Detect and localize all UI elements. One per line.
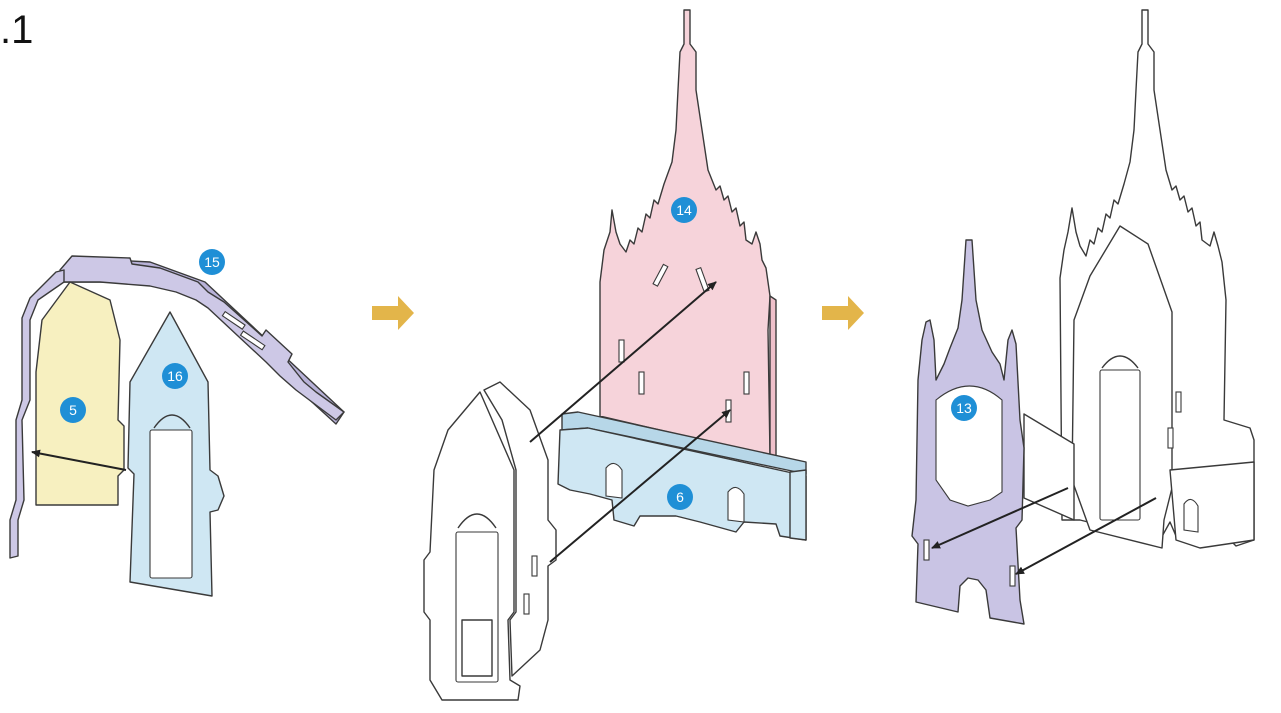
slot xyxy=(639,372,644,394)
part-6-window xyxy=(606,463,622,498)
slot xyxy=(1168,428,1173,448)
slot xyxy=(1176,392,1181,412)
part-6-wing xyxy=(790,470,806,540)
slot xyxy=(619,340,624,362)
slot xyxy=(744,372,749,394)
part-5 xyxy=(36,282,124,505)
part-house xyxy=(424,382,556,700)
part-16 xyxy=(128,312,224,596)
slot xyxy=(524,594,529,614)
badge-6-label: 6 xyxy=(676,489,684,505)
badge-13: 13 xyxy=(951,395,977,421)
wing-window xyxy=(1184,499,1198,532)
right-arrow-icon xyxy=(822,296,864,330)
badge-5-label: 5 xyxy=(69,402,77,418)
slot xyxy=(532,556,537,576)
badge-14: 14 xyxy=(671,197,697,223)
part-14 xyxy=(600,10,776,460)
badge-14-label: 14 xyxy=(676,202,692,218)
badge-6: 6 xyxy=(667,484,693,510)
badge-15-label: 15 xyxy=(204,254,220,270)
badge-16: 16 xyxy=(162,363,188,389)
assembly-step-1 xyxy=(10,256,344,596)
part-16-window xyxy=(150,430,192,578)
white-house-wing xyxy=(1170,462,1254,548)
right-arrow-icon xyxy=(372,296,414,330)
badge-16-label: 16 xyxy=(167,368,183,384)
slot xyxy=(924,540,929,560)
part-6-window xyxy=(728,487,744,522)
assembly-step-3 xyxy=(912,10,1254,624)
badge-15: 15 xyxy=(199,249,225,275)
slot xyxy=(1010,566,1015,586)
part-14-edge xyxy=(770,296,776,460)
badge-5: 5 xyxy=(60,397,86,423)
assembly-step-2 xyxy=(424,10,806,700)
white-house-window xyxy=(1100,370,1140,520)
badge-13-label: 13 xyxy=(956,400,972,416)
